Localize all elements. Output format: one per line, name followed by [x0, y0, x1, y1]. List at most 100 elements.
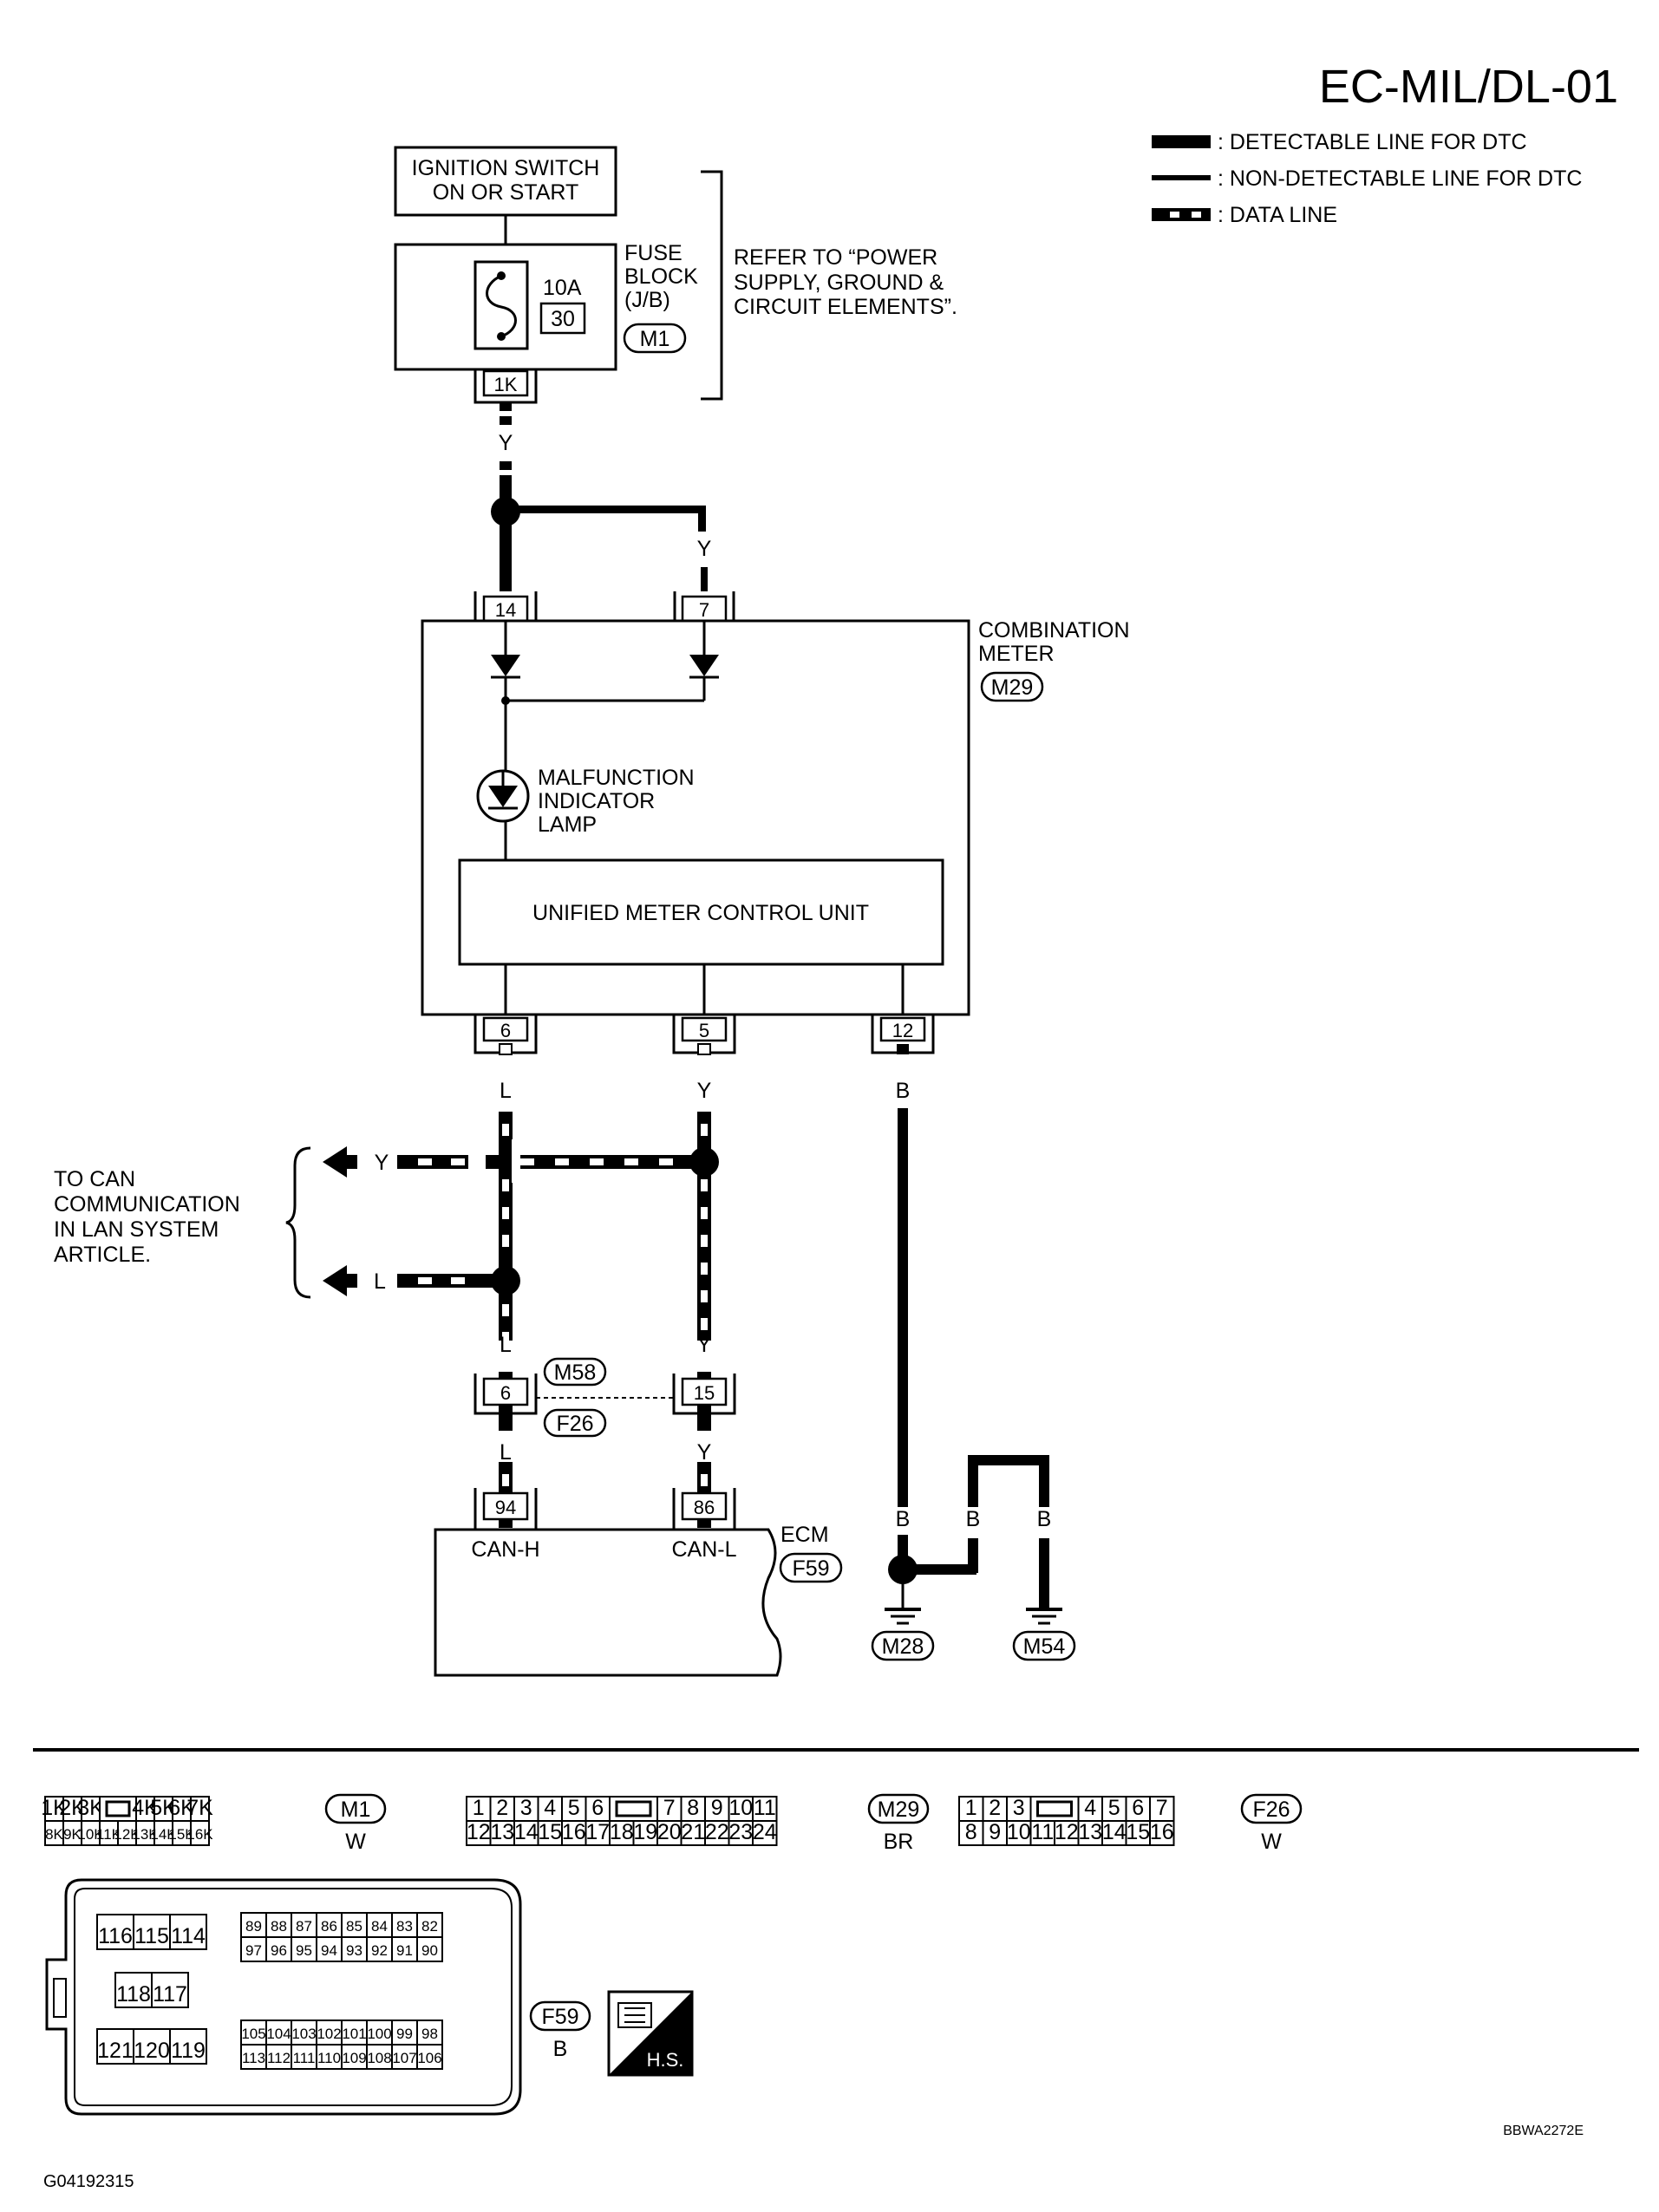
ground-m54: M54	[1023, 1635, 1066, 1659]
pin-cell	[958, 1820, 984, 1846]
combination-meter-box	[421, 619, 970, 1016]
svg-text:ON OR START: ON OR START	[433, 180, 579, 205]
svg-text:L: L	[374, 1269, 386, 1294]
pin-label: 89	[245, 1918, 262, 1935]
ground-icon	[885, 1608, 921, 1625]
ecm-connector-id: F59	[792, 1556, 829, 1581]
meter-name-1: COMBINATION	[978, 618, 1130, 643]
pin-label: 105	[241, 2026, 265, 2042]
meter-connector-id: M29	[991, 675, 1034, 700]
pin-cell	[1149, 1820, 1175, 1846]
pin-cell	[240, 2020, 267, 2046]
pin-cell	[240, 1936, 267, 1962]
meter-pin-7: 7	[673, 591, 735, 623]
pin-cell	[265, 2044, 292, 2070]
svg-text:BLOCK: BLOCK	[624, 264, 698, 289]
fuse-number: 30	[551, 307, 575, 331]
arrow-left-icon	[323, 1146, 357, 1178]
pin-label: 117	[153, 1982, 187, 2006]
pin-label: 18	[610, 1820, 634, 1844]
svg-text:5: 5	[699, 1020, 709, 1041]
pin-cell	[1125, 1796, 1151, 1822]
legend-detectable: : DETECTABLE LINE FOR DTC	[1218, 130, 1527, 154]
svg-text:6: 6	[500, 1382, 511, 1404]
pin-cell	[656, 1796, 683, 1822]
ground-icon	[1026, 1608, 1062, 1625]
pin-cell	[341, 1912, 368, 1938]
connector-id: M29	[878, 1798, 920, 1822]
pin-label: 7	[1156, 1796, 1168, 1820]
connector-id: F59	[541, 2005, 578, 2029]
legend-non-detectable: : NON-DETECTABLE LINE FOR DTC	[1218, 166, 1582, 191]
svg-text:COMMUNICATION: COMMUNICATION	[54, 1192, 240, 1217]
pin-label: 11	[754, 1796, 776, 1820]
pin-label: 92	[371, 1942, 388, 1959]
svg-text:Y: Y	[697, 1333, 712, 1357]
pin-cell	[680, 1796, 706, 1822]
svg-text:TO CAN: TO CAN	[54, 1167, 135, 1191]
pin-label: 98	[421, 2026, 438, 2042]
pin-cell	[291, 1936, 317, 1962]
pin-label: 8K	[45, 1826, 63, 1843]
fuse-block: 10A 30 FUSE BLOCK (J/B) M1	[394, 241, 698, 371]
pin-label: 11K	[96, 1826, 122, 1843]
pin-label: 120	[134, 2039, 170, 2063]
svg-text:M58: M58	[554, 1360, 597, 1385]
pin-label: 119	[171, 2039, 206, 2063]
connector-id: F26	[1252, 1798, 1290, 1822]
svg-text:B: B	[966, 1507, 981, 1531]
pin-label: 6	[591, 1796, 604, 1820]
pin-cell	[341, 2020, 368, 2046]
pin-label: 16	[1150, 1820, 1174, 1844]
svg-text:7: 7	[699, 599, 709, 621]
meter-pin-6: 6	[474, 1015, 538, 1055]
svg-text:Y: Y	[697, 1440, 712, 1465]
fuse-amp: 10A	[543, 276, 582, 300]
pin-label: 121	[97, 2039, 134, 2063]
pin-label: 16K	[186, 1826, 213, 1843]
pin-label: 103	[291, 2026, 316, 2042]
pin-cell	[728, 1820, 754, 1846]
pin-cell	[958, 1796, 984, 1822]
pin-label: 4	[1084, 1796, 1096, 1820]
svg-text:ARTICLE.: ARTICLE.	[54, 1243, 151, 1267]
svg-text:6: 6	[500, 1020, 511, 1041]
fuse-connector-id: M1	[640, 327, 670, 351]
pin-label: 13K	[132, 1826, 159, 1843]
legend-data-line: : DATA LINE	[1218, 203, 1337, 227]
pin-label: 9K	[63, 1826, 82, 1843]
pin-label: 94	[321, 1942, 337, 1959]
pin-label: 10	[1007, 1820, 1031, 1844]
pin-label: 13	[490, 1820, 514, 1844]
svg-text:14: 14	[495, 599, 516, 621]
pin-label: 24	[753, 1820, 777, 1844]
pin-cell	[169, 2028, 207, 2065]
pin-label: 96	[271, 1942, 287, 1959]
pin-cell	[316, 2044, 343, 2070]
pin-label: 5	[1108, 1796, 1120, 1820]
svg-text:L: L	[500, 1079, 512, 1103]
meter-pin-12: 12	[871, 1015, 935, 1054]
pin-label: 10K	[77, 1826, 104, 1843]
pin-label: 87	[296, 1918, 312, 1935]
splice-can-h	[491, 1266, 520, 1295]
svg-text:94: 94	[495, 1497, 516, 1518]
pin-label: 99	[396, 2026, 413, 2042]
pin-label: 93	[346, 1942, 362, 1959]
pin-cell	[752, 1796, 778, 1822]
svg-text:L: L	[500, 1440, 512, 1465]
pin-label: 13	[1078, 1820, 1102, 1844]
page-title: EC-MIL/DL-01	[1319, 61, 1618, 113]
pin-cell	[1006, 1820, 1032, 1846]
splice-ground	[888, 1555, 918, 1584]
svg-text:12: 12	[892, 1020, 913, 1041]
pin-cell	[151, 1972, 189, 2008]
pin-label: 84	[371, 1918, 388, 1935]
pin-label: 12	[1055, 1820, 1079, 1844]
pin-label: 11	[1031, 1820, 1054, 1844]
pin-label: 101	[342, 2026, 366, 2042]
pin-label: 8	[687, 1796, 699, 1820]
svg-text:B: B	[896, 1507, 911, 1531]
